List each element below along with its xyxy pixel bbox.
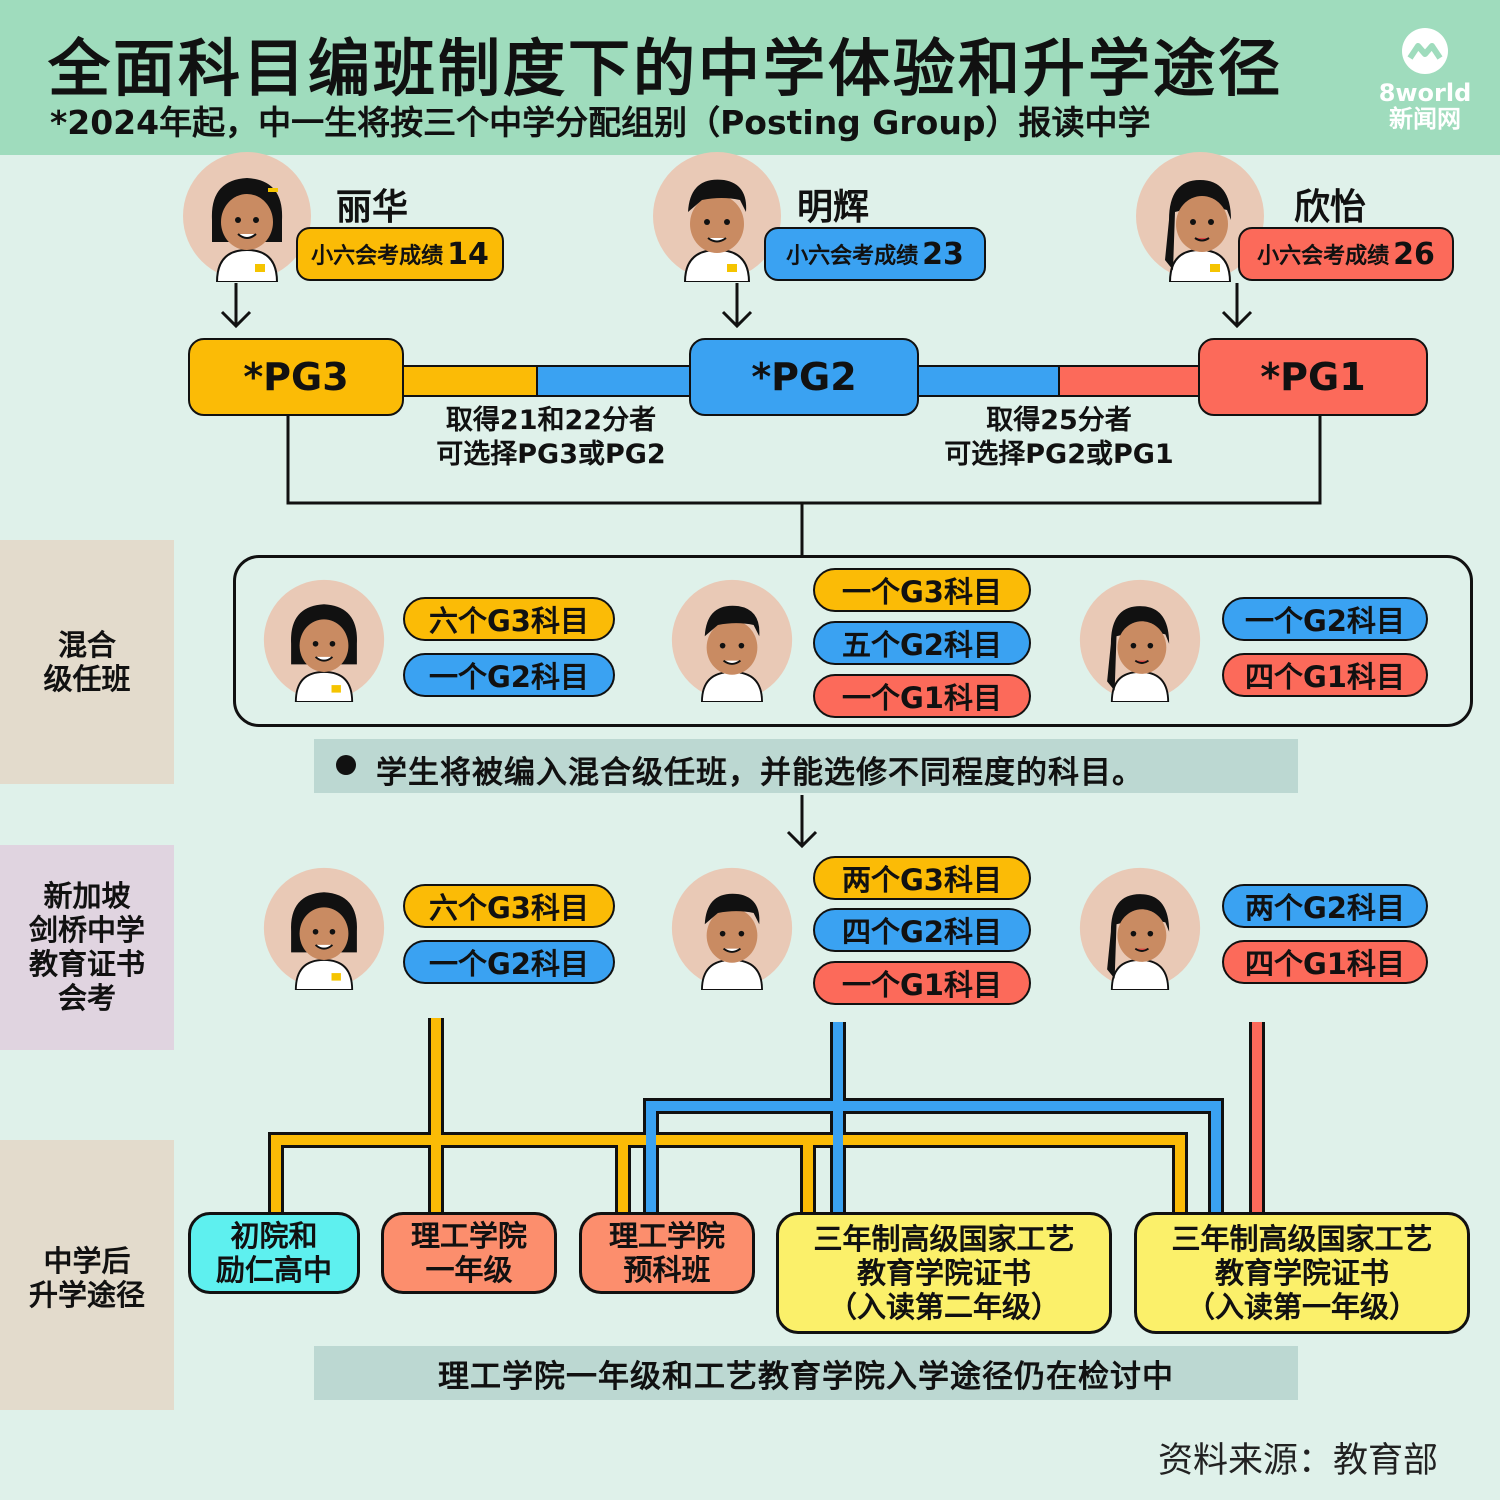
- score-label: 小六会考成绩: [311, 244, 444, 269]
- review-note-band: 理工学院一年级和工艺教育学院入学途径仍在检讨中: [314, 1346, 1298, 1400]
- pathway-line: 初院和: [230, 1219, 318, 1253]
- choice-note-line: 取得21和22分者: [445, 405, 657, 436]
- choice-note-line: 可选择PG2或PG1: [944, 439, 1174, 470]
- pathway-line: （入读第一年级）: [1185, 1290, 1418, 1324]
- logo: 8world 新闻网: [1372, 80, 1478, 132]
- side-label-mixed: 混合 级任班: [0, 628, 174, 696]
- pathway-line: 理工学院: [608, 1219, 725, 1253]
- pathway-line: 励仁高中: [215, 1253, 332, 1287]
- avatar-xinyi: [1136, 152, 1264, 282]
- pathway-line: 三年制高级国家工艺: [1171, 1222, 1433, 1256]
- pathway-poly-year1: 理工学院一年级: [381, 1212, 557, 1294]
- pathway-line: 一年级: [425, 1253, 513, 1287]
- logo-line-2: 新闻网: [1389, 105, 1461, 133]
- avatar-minghui: [653, 152, 781, 282]
- mixed-class-box: [233, 555, 1473, 727]
- side-label-line: 新加坡: [43, 879, 131, 913]
- pathway-ite-year2: 三年制高级国家工艺教育学院证书（入读第二年级）: [776, 1212, 1112, 1334]
- score-label: 小六会考成绩: [1257, 244, 1390, 269]
- pathway-ite-year1: 三年制高级国家工艺教育学院证书（入读第一年级）: [1134, 1212, 1470, 1334]
- posting-group-pg1: *PG1: [1198, 338, 1428, 416]
- side-label-line: 剑桥中学: [28, 913, 145, 947]
- side-label-pathways: 中学后 升学途径: [0, 1244, 174, 1312]
- mixed-subject-pill: 一个G2科目: [403, 653, 615, 697]
- header-banner: [0, 0, 1500, 155]
- logo-line-1: 8world: [1378, 79, 1472, 107]
- review-note-text: 理工学院一年级和工艺教育学院入学途径仍在检讨中: [438, 1358, 1174, 1395]
- choice-note-line: 可选择PG3或PG2: [436, 439, 666, 470]
- pathway-line: 预科班: [623, 1253, 711, 1287]
- exam-subject-pill: 一个G2科目: [403, 940, 615, 984]
- mixed-subject-pill: 一个G3科目: [813, 568, 1031, 612]
- posting-group-pg2: *PG2: [689, 338, 919, 416]
- side-label-line: 升学途径: [28, 1278, 145, 1312]
- score-label: 小六会考成绩: [786, 244, 919, 269]
- choice-note-line: 取得25分者: [986, 405, 1132, 436]
- avatar-lihua-mixed: [263, 579, 385, 702]
- choice-note-pg2-pg1: 取得25分者 可选择PG2或PG1: [918, 404, 1200, 472]
- mixed-subject-pill: 六个G3科目: [403, 597, 615, 641]
- exam-subject-pill: 两个G3科目: [813, 856, 1031, 900]
- student-name-minghui: 明辉: [797, 187, 870, 228]
- exam-subject-pill: 四个G1科目: [1222, 940, 1428, 984]
- score-value: 23: [922, 236, 964, 272]
- avatar-lihua-exam: [263, 867, 385, 990]
- logo-icon: [1402, 28, 1448, 74]
- avatar-xinyi-mixed: [1079, 579, 1201, 702]
- side-band-pathways: 中学后 升学途径: [0, 1140, 174, 1410]
- side-band-exam: 新加坡 剑桥中学 教育证书 会考: [0, 845, 174, 1050]
- pathway-line: 教育学院证书: [856, 1256, 1031, 1290]
- exam-subject-pill: 一个G1科目: [813, 961, 1031, 1005]
- pathway-poly-foundation: 理工学院预科班: [579, 1212, 755, 1294]
- side-label-line: 中学后: [43, 1244, 131, 1278]
- exam-subject-pill: 六个G3科目: [403, 884, 615, 928]
- mixed-subject-pill: 一个G2科目: [1222, 597, 1428, 641]
- avatar-lihua: [183, 152, 311, 282]
- avatar-minghui-mixed: [671, 579, 793, 702]
- pathway-line: （入读第二年级）: [827, 1290, 1060, 1324]
- score-value: 14: [447, 236, 489, 272]
- student-name-xinyi: 欣怡: [1294, 187, 1367, 228]
- pathway-jc-mi: 初院和励仁高中: [188, 1212, 360, 1294]
- side-band-mixed: 混合 级任班: [0, 540, 174, 784]
- pathway-line: 理工学院: [410, 1219, 527, 1253]
- side-label-line: 教育证书: [28, 947, 145, 981]
- mixed-subject-pill: 四个G1科目: [1222, 653, 1428, 697]
- side-label-exam: 新加坡 剑桥中学 教育证书 会考: [0, 879, 174, 1015]
- page-title: 全面科目编班制度下的中学体验和升学途径: [48, 32, 1284, 105]
- exam-subject-pill: 两个G2科目: [1222, 884, 1428, 928]
- avatar-xinyi-exam: [1079, 867, 1201, 990]
- mixed-subject-pill: 一个G1科目: [813, 674, 1031, 718]
- page-subtitle: *2024年起，中一生将按三个中学分配组别（Posting Group）报读中学: [50, 103, 1151, 142]
- exam-subject-pill: 四个G2科目: [813, 908, 1031, 952]
- avatar-minghui-exam: [671, 867, 793, 990]
- mixed-note-band: 学生将被编入混合级任班，并能选修不同程度的科目。: [314, 739, 1298, 793]
- score-value: 26: [1393, 236, 1435, 272]
- mixed-note-text: 学生将被编入混合级任班，并能选修不同程度的科目。: [376, 755, 1144, 791]
- source-credit: 资料来源：教育部: [1158, 1441, 1439, 1481]
- choice-note-pg3-pg2: 取得21和22分者 可选择PG3或PG2: [410, 404, 692, 472]
- side-label-line: 混合: [57, 628, 116, 662]
- side-label-line: 会考: [57, 981, 116, 1015]
- student-name-lihua: 丽华: [336, 187, 409, 228]
- bullet-icon: [336, 755, 356, 775]
- posting-group-pg3: *PG3: [188, 338, 404, 416]
- mixed-subject-pill: 五个G2科目: [813, 621, 1031, 665]
- side-label-line: 级任班: [43, 662, 131, 696]
- pathway-line: 教育学院证书: [1214, 1256, 1389, 1290]
- pathway-line: 三年制高级国家工艺: [813, 1222, 1075, 1256]
